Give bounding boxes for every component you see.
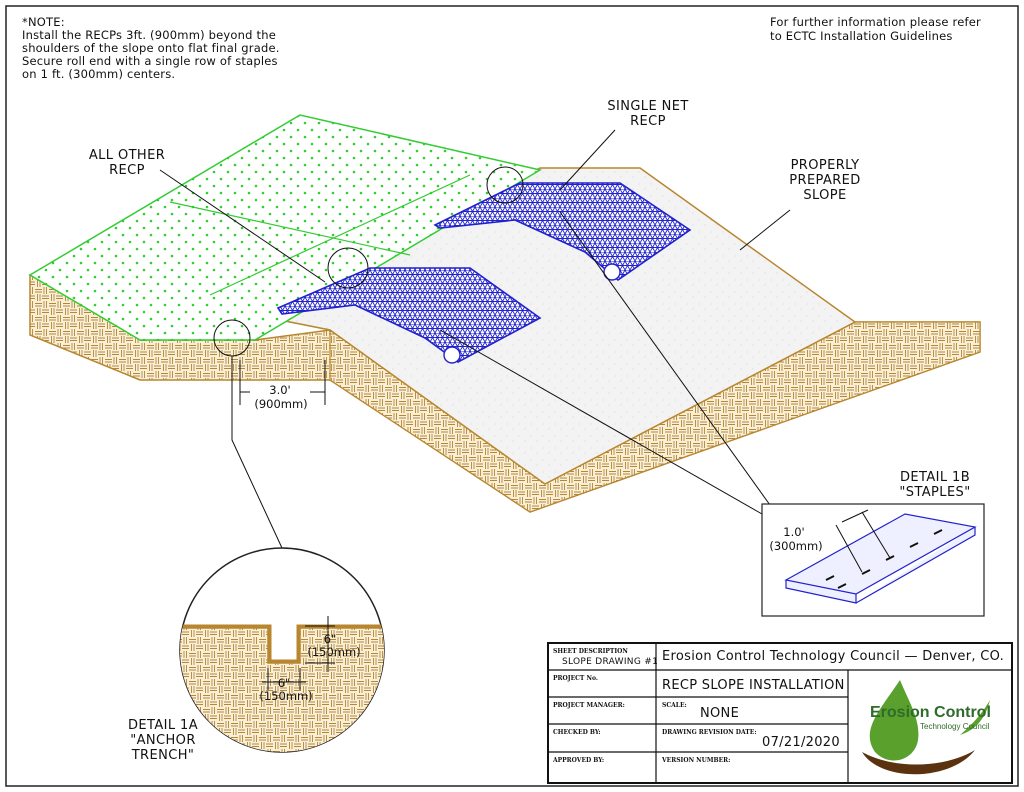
note-line-4: on 1 ft. (300mm) centers. [22,67,176,81]
sheet-border [5,5,1019,787]
note-line-3: Secure roll end with a single row of sta… [22,54,278,68]
note-heading: *NOTE: [22,15,65,29]
detail-1b-dim-300mm: (300mm) [769,539,823,553]
trench-dim-lines [262,616,335,690]
tb-project: RECP SLOPE INSTALLATION [662,678,845,693]
staple-board [784,513,977,604]
label-properly-prepared: PROPERLY PREPARED SLOPE [789,158,861,203]
tb-project-label: PROJECT No. [553,675,598,682]
reference-line-2: to ECTC Installation Guidelines [770,29,953,43]
leader-anchor-trench [231,356,283,549]
staple-dim-lines [835,509,891,573]
single-net-recp-lower [276,267,542,363]
leader-prepared-slope [739,209,791,251]
blanket-seam [169,201,411,256]
detail-1b-dim-1ft: 1.0' [783,525,805,539]
detail-1a-title: DETAIL 1A "ANCHOR TRENCH" [127,718,199,763]
logo-subtitle: Technology Council [920,722,990,731]
ectc-logo [862,680,990,775]
trench-depth-mm: (150mm) [307,645,361,659]
title-block-grid [548,643,1012,783]
logo-soil-icon [862,750,975,775]
note-line-1: Install the RECPs 3ft. (900mm) beyond th… [22,28,276,42]
tb-revision-label: DRAWING REVISION DATE: [662,729,757,736]
logo-drop-icon [869,680,919,761]
tb-approved-label: APPROVED BY: [553,757,605,764]
trench-soil [180,627,384,752]
detail-1b-title: DETAIL 1B "STAPLES" [899,470,971,500]
tb-checked-label: CHECKED BY: [553,729,601,736]
upper-anchor-callout [486,166,524,204]
tb-scale-label: SCALE: [662,702,687,709]
tb-sheet-description-label: SHEET DESCRIPTION [553,648,628,655]
leader-single-net [559,129,616,191]
single-net-recp-upper [433,182,692,282]
tb-organization: Erosion Control Technology Council — Den… [662,649,1005,664]
tb-manager-label: PROJECT MANAGER: [553,702,625,709]
label-single-net: SINGLE NET RECP [607,99,689,129]
dim-3ft: 3.0' [250,384,310,397]
reference-line-1: For further information please refer [770,15,981,29]
lower-roll-end [443,346,461,364]
tb-version-label: VERSION NUMBER: [662,757,731,764]
tb-scale: NONE [700,706,740,721]
logo-name: Erosion Control [870,704,991,721]
title-block [547,642,1013,784]
label-all-other: ALL OTHER RECP [88,148,166,178]
tb-revision-date: 07/21/2020 [762,735,840,750]
blanket-seam-2 [209,174,471,296]
trench-width-mm: (150mm) [259,689,313,703]
trench-width: 6" [277,676,291,690]
dim-900mm: (900mm) [254,397,308,411]
upper-roll-end [603,263,621,281]
staples [825,529,943,589]
leader-staples-1 [559,211,771,506]
trench-depth: 6" [323,632,337,646]
leader-staples-2 [439,329,763,515]
note-line-2: shoulders of the slope onto flat final g… [22,41,280,55]
lower-anchor-callout [327,247,369,289]
tb-sheet-description: SLOPE DRAWING #1 [562,657,659,667]
leader-all-other [159,169,326,283]
